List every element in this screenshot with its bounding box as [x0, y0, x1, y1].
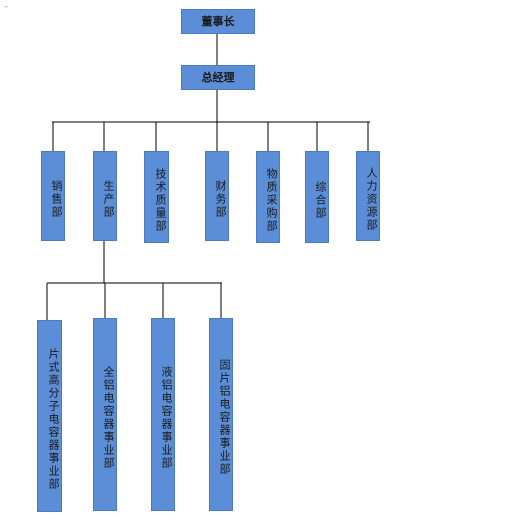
- department-label: 人力资源部: [365, 166, 378, 232]
- division-box-4: 固片铝电容器事业部: [209, 318, 233, 511]
- department-box-2: 生产部: [93, 151, 117, 241]
- general-manager-box: 总经理: [181, 65, 255, 90]
- department-label: 生产部: [102, 179, 115, 219]
- division-box-2: 全铝电容器事业部: [93, 318, 117, 511]
- chairman-label: 董事长: [201, 15, 235, 28]
- chairman-box: 董事长: [181, 9, 255, 34]
- division-label: 液铝电容器事业部: [160, 365, 173, 470]
- department-label: 技术质量部: [154, 167, 167, 233]
- department-box-3: 技术质量部: [144, 151, 169, 243]
- department-label: 销售部: [50, 179, 63, 219]
- department-label: 物质采购部: [265, 167, 278, 233]
- division-label: 全铝电容器事业部: [102, 365, 115, 470]
- corner-mark: .,: [4, 2, 8, 9]
- division-box-3: 液铝电容器事业部: [151, 318, 175, 511]
- department-box-1: 销售部: [41, 151, 65, 241]
- department-box-4: 财务部: [205, 151, 229, 241]
- general-manager-label: 总经理: [201, 71, 235, 84]
- department-box-5: 物质采购部: [256, 151, 280, 243]
- division-label: 固片铝电容器事业部: [218, 359, 231, 476]
- department-box-6: 综合部: [305, 151, 329, 243]
- division-label: 片式高分子电容器事业部: [47, 347, 60, 491]
- division-box-1: 片式高分子电容器事业部: [37, 320, 62, 512]
- department-box-7: 人力资源部: [356, 151, 380, 241]
- department-label: 财务部: [214, 179, 227, 219]
- department-label: 综合部: [314, 180, 327, 220]
